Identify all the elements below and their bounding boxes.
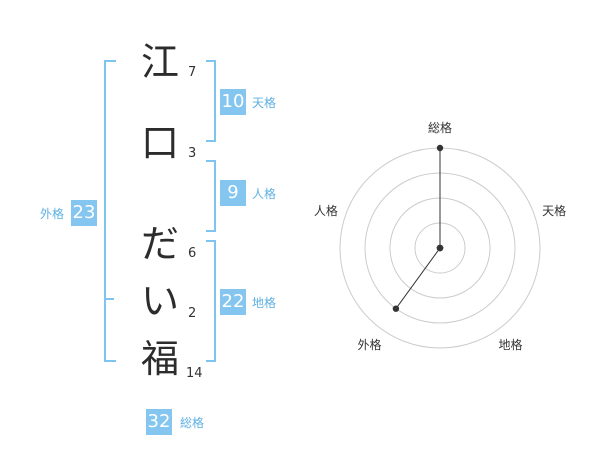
stroke-count-4: 2 [188, 306, 197, 321]
gaikaku-label: 外格 [40, 207, 65, 221]
radar-point-5 [436, 244, 444, 252]
jinkaku-bracket [206, 160, 216, 232]
radar-point-1 [436, 144, 444, 152]
name-character-5: 福 [140, 337, 179, 381]
radar-axis-label: 地格 [499, 337, 523, 352]
name-character-2: 口 [140, 121, 179, 165]
radar-axis-label: 総格 [428, 120, 452, 135]
stroke-count-1: 7 [188, 65, 197, 80]
gaikaku-bracket-divider [104, 298, 114, 300]
name-character-3: だ [140, 222, 179, 266]
radar-point-4 [392, 305, 400, 312]
stroke-count-2: 3 [188, 146, 197, 161]
tenkaku-label: 天格 [252, 96, 277, 110]
stroke-count-3: 6 [188, 246, 197, 261]
radar-axis-label: 外格 [357, 337, 381, 352]
gaikaku-bracket [104, 60, 116, 362]
name-character-1: 江 [140, 40, 179, 84]
name-character-4: い [140, 279, 179, 323]
tenkaku-value: 10 [220, 89, 246, 115]
tenkaku-bracket [206, 60, 216, 142]
soukaku-value: 32 [146, 409, 172, 435]
stroke-count-5: 14 [186, 366, 203, 381]
chikaku-bracket [206, 240, 216, 362]
chikaku-value: 22 [220, 289, 246, 315]
radar-axis-label: 天格 [542, 203, 566, 218]
chikaku-label: 地格 [252, 296, 277, 310]
radar-axis-label: 人格 [314, 203, 338, 218]
jinkaku-value: 9 [220, 180, 246, 206]
radar-series-polygon [395, 148, 441, 309]
jinkaku-label: 人格 [252, 187, 277, 201]
gaikaku-value: 23 [71, 200, 97, 226]
soukaku-label: 総格 [180, 416, 205, 430]
